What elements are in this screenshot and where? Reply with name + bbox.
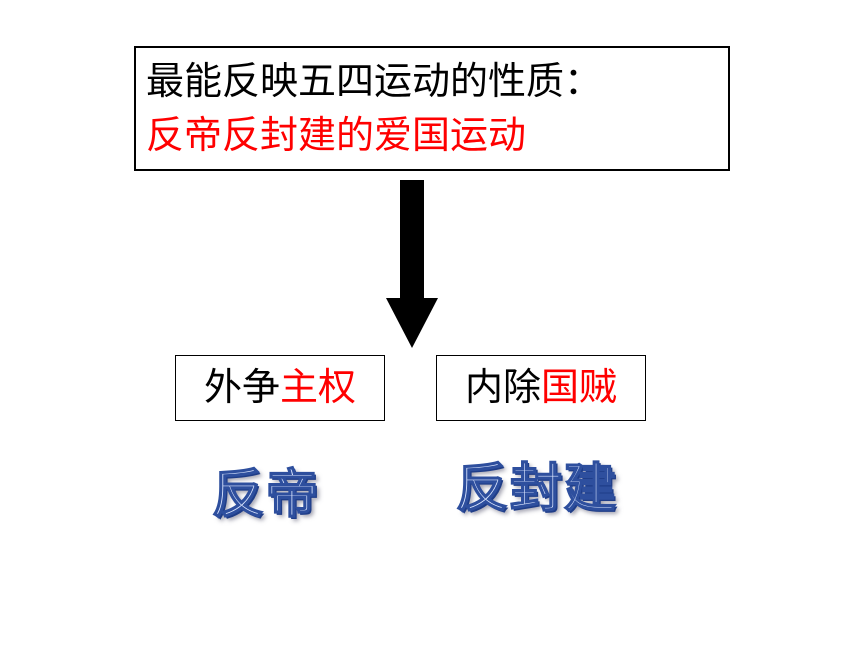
internal-goal-highlight: 国贼	[541, 365, 618, 409]
anti-imperialism-label: 反帝	[211, 464, 321, 526]
external-goal-prefix: 外争	[203, 365, 280, 409]
nature-answer: 反帝反封建的爱国运动	[146, 113, 527, 157]
nature-question: 最能反映五四运动的性质：	[146, 59, 603, 103]
internal-goal-prefix: 内除	[464, 365, 541, 409]
down-arrow-icon	[386, 180, 438, 348]
anti-feudalism-label: 反封建	[455, 458, 619, 520]
external-goal-box: 外争主权	[175, 355, 385, 421]
nature-box: 最能反映五四运动的性质： 反帝反封建的爱国运动	[134, 46, 730, 171]
internal-goal-box: 内除国贼	[436, 355, 646, 421]
external-goal-highlight: 主权	[280, 365, 357, 409]
